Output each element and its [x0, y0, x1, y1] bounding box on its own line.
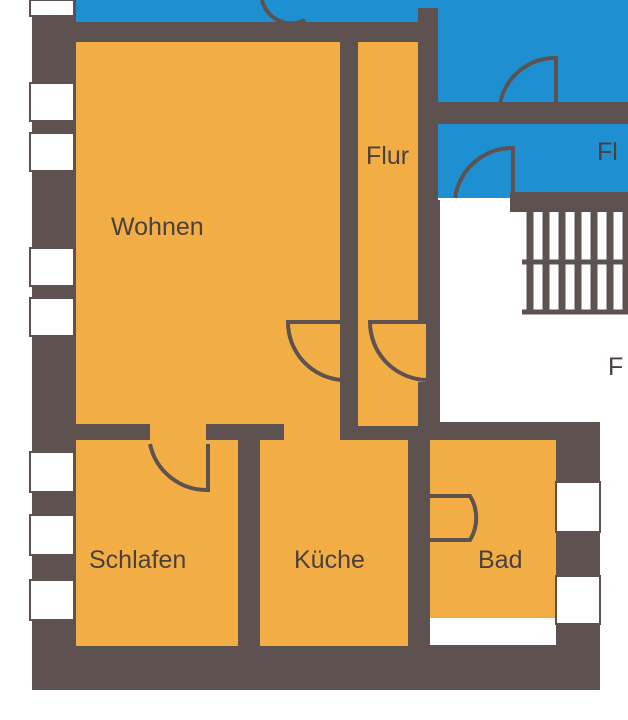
window-wohnen-4: [29, 297, 75, 337]
room-labels: Wohnen Flur Fl F Schlafen Küche Bad: [89, 138, 623, 574]
stair-hall: [440, 212, 628, 422]
label-kueche: Küche: [294, 546, 365, 574]
door-entry: [367, 320, 430, 383]
room-kueche: [260, 440, 408, 646]
room-schlafen: [76, 440, 238, 646]
outer-wall-bottom: [32, 645, 600, 690]
window-wohnen-3: [29, 247, 75, 287]
window-bad-2: [555, 575, 601, 625]
door-neighbor-corner: [260, 0, 306, 26]
rooms: [76, 42, 556, 646]
window-schlafen-3: [29, 579, 75, 621]
stairwell-area: [440, 212, 628, 422]
window-wohnen-1: [29, 82, 75, 122]
windows: [29, 0, 601, 625]
label-schlafen: Schlafen: [89, 546, 186, 574]
opening-wohnen-kueche: [284, 424, 340, 446]
wall-neighbor-left: [418, 8, 438, 204]
room-bad: [430, 440, 556, 618]
label-stair-hall: F: [608, 353, 623, 381]
door-neighbor-flur: [453, 145, 515, 199]
wall-kueche-bad: [408, 422, 430, 648]
stair-steps: [522, 212, 628, 315]
window-wohnen-2: [29, 132, 75, 172]
wall-neighbor-mid: [438, 102, 628, 124]
door-schlafen: [148, 443, 210, 493]
label-flur: Flur: [366, 142, 409, 170]
window-schlafen-1: [29, 451, 75, 493]
door-bad: [430, 494, 479, 542]
door-neighbor-top: [498, 55, 558, 105]
label-wohnen: Wohnen: [111, 213, 204, 241]
doors: [148, 0, 558, 542]
outer-wall-right: [556, 440, 600, 690]
label-bad: Bad: [478, 546, 522, 574]
window-bad-1: [555, 481, 601, 533]
wall-flur-wohnen: [340, 40, 358, 432]
opening-wohnen-schlafen: [150, 422, 206, 444]
wall-stair-left: [418, 200, 440, 426]
window-top: [29, 0, 75, 17]
wall-top: [32, 22, 438, 42]
label-neighbor-flur: Fl: [597, 138, 618, 166]
wall-schlafen-kueche: [238, 422, 260, 648]
room-wohnen: [76, 42, 340, 424]
wall-stair-top: [510, 192, 628, 212]
window-schlafen-2: [29, 514, 75, 556]
door-wohnen: [285, 320, 344, 383]
